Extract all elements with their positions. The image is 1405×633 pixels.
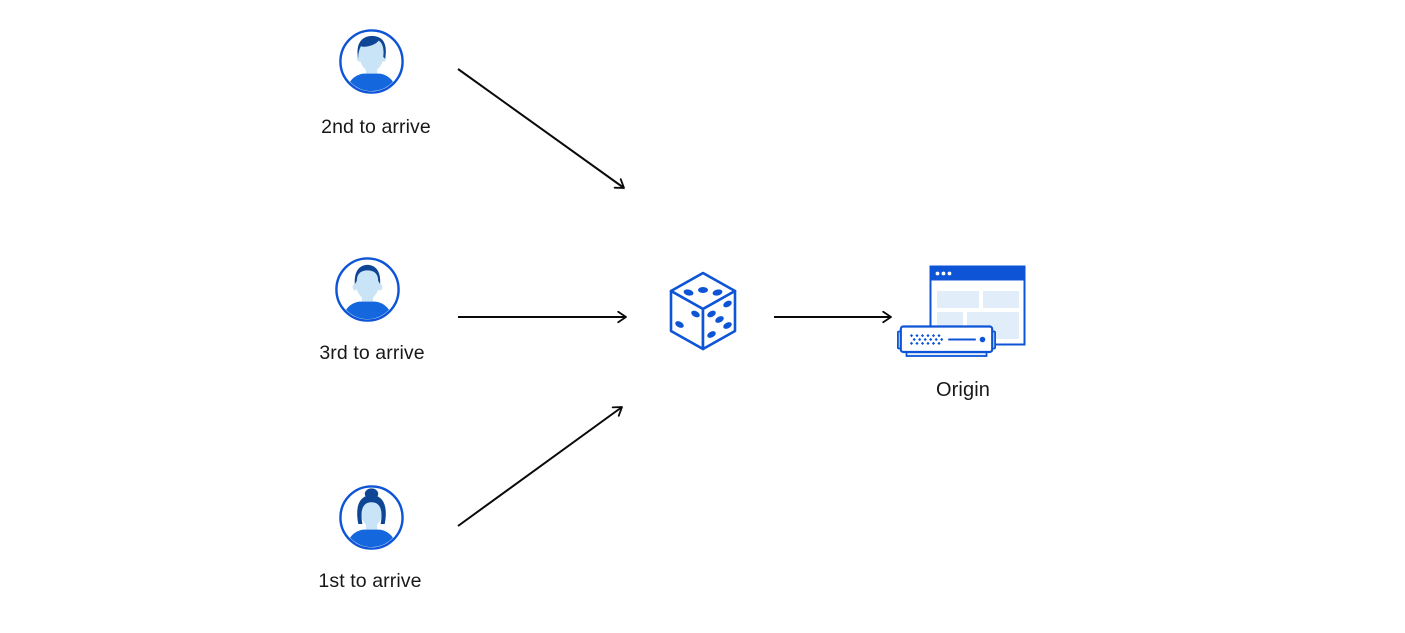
origin-server-icon (897, 265, 1026, 357)
client-label-1st: 1st to arrive (318, 570, 422, 592)
client-label-2nd: 2nd to arrive (321, 116, 431, 138)
client-node-2nd (338, 28, 405, 95)
client-label-3rd: 3rd to arrive (319, 342, 425, 364)
client-node-3rd (334, 256, 401, 323)
dice-icon (669, 271, 737, 351)
origin-node (897, 261, 1029, 363)
arrow-client1-to-dice (457, 406, 623, 527)
client-node-1st (338, 484, 405, 551)
origin-label: Origin (936, 379, 990, 401)
router-node (668, 270, 738, 352)
woman-bun-avatar-icon (339, 485, 404, 550)
man-swept-hair-avatar-icon (339, 29, 404, 94)
server-appliance (897, 325, 997, 357)
browser-titlebar (930, 266, 1025, 281)
arrow-client2-to-dice (457, 68, 625, 189)
man-short-hair-avatar-icon (335, 257, 400, 322)
